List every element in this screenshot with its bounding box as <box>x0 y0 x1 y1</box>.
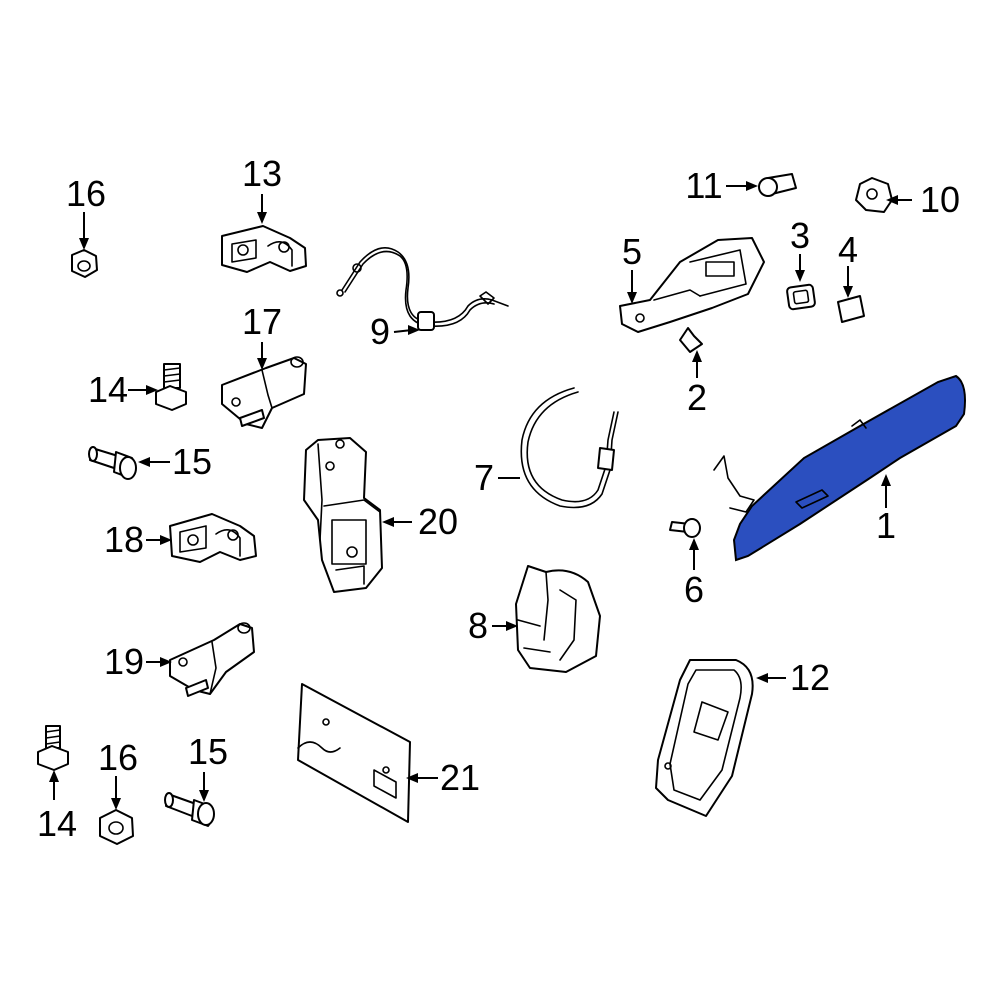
part-21-panel[interactable] <box>297 683 411 823</box>
callout-16-top: 16 <box>66 173 106 214</box>
callout-17: 17 <box>242 301 282 342</box>
part-11-screw[interactable] <box>758 173 797 197</box>
callout-15-top: 15 <box>172 441 212 482</box>
part-16-nut-lower[interactable] <box>99 809 134 845</box>
callout-4: 4 <box>838 229 858 270</box>
part-2-clip[interactable] <box>679 327 703 353</box>
part-9-cable[interactable] <box>336 246 509 331</box>
callout-12: 12 <box>790 657 830 698</box>
callout-16-lower: 16 <box>98 737 138 778</box>
part-18-bracket[interactable] <box>169 513 257 563</box>
part-14-bolt[interactable] <box>155 363 187 411</box>
part-17-hinge[interactable] <box>221 356 307 429</box>
part-15-bolt[interactable] <box>88 446 137 480</box>
part-3-bezel[interactable] <box>786 283 816 311</box>
callout-10: 10 <box>920 179 960 220</box>
part-15-bolt-lower[interactable] <box>164 792 215 827</box>
callout-19: 19 <box>104 641 144 682</box>
callout-5: 5 <box>622 231 642 272</box>
part-12-cover[interactable] <box>655 659 754 817</box>
part-10-striker[interactable] <box>855 177 893 213</box>
part-19-hinge[interactable] <box>169 622 255 697</box>
callout-8: 8 <box>468 605 488 646</box>
callout-15-lower: 15 <box>188 731 228 772</box>
callout-7: 7 <box>474 457 494 498</box>
part-13-bracket[interactable] <box>221 225 307 273</box>
part-1-handle[interactable] <box>713 374 966 562</box>
callout-1: 1 <box>876 505 896 546</box>
part-7-cable[interactable] <box>520 387 619 509</box>
part-20-actuator[interactable] <box>303 437 383 593</box>
part-16-nut[interactable] <box>71 249 98 278</box>
callout-14-top: 14 <box>88 369 128 410</box>
callout-labels: 1 2 3 4 5 6 7 8 9 10 11 12 13 14 14 15 1… <box>37 153 960 844</box>
callout-20: 20 <box>418 501 458 542</box>
leader-lines <box>49 181 912 810</box>
callout-2: 2 <box>687 377 707 418</box>
part-4-cap[interactable] <box>837 295 865 323</box>
callout-13: 13 <box>242 153 282 194</box>
callout-14-lower: 14 <box>37 803 77 844</box>
callout-6: 6 <box>684 569 704 610</box>
part-6-screw[interactable] <box>669 518 701 538</box>
part-5-handle-bracket[interactable] <box>619 237 765 333</box>
callout-18: 18 <box>104 519 144 560</box>
callout-9: 9 <box>370 311 390 352</box>
part-14-bolt-lower[interactable] <box>37 725 69 771</box>
part-8-latch[interactable] <box>515 565 601 673</box>
callout-3: 3 <box>790 215 810 256</box>
callout-11: 11 <box>685 165 722 206</box>
callout-21: 21 <box>440 757 480 798</box>
